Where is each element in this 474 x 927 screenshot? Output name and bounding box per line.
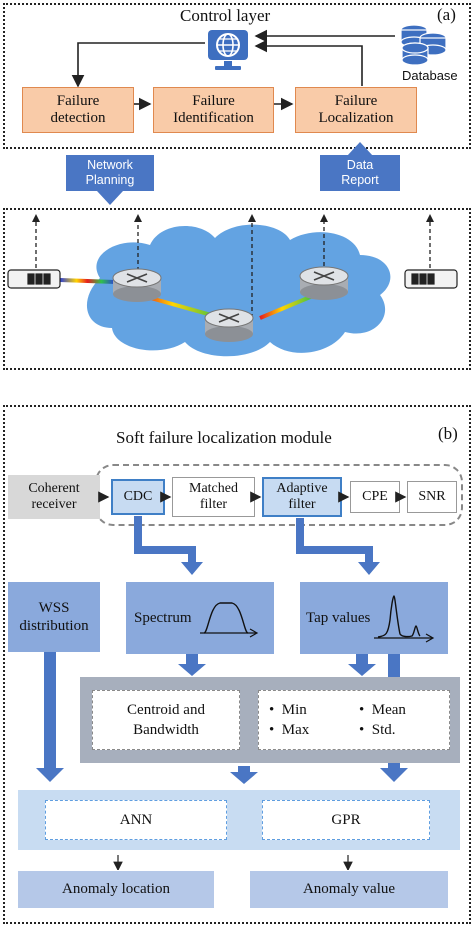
network-planning-arrow — [97, 191, 123, 205]
transceiver-right — [404, 269, 458, 289]
centroid-bandwidth-box: Centroid and Bandwidth — [92, 690, 240, 750]
stat-std: • Std. — [359, 722, 396, 738]
failure-localization-box: Failure Localization — [295, 87, 417, 133]
spectrum-label: Spectrum — [134, 610, 192, 626]
tap-values-curve-icon — [374, 595, 435, 643]
stat-max: • Max — [269, 722, 310, 738]
spectrum-curve-icon — [199, 602, 258, 638]
router-bottom — [204, 308, 254, 342]
stat-mean-label: Mean — [371, 702, 406, 718]
panel-a-label: (a) — [437, 5, 456, 24]
database-icon — [395, 22, 453, 70]
cloud-shape — [86, 224, 391, 357]
matched-filter-box: Matched filter — [172, 477, 255, 517]
controller-globe-icon — [205, 28, 251, 72]
stat-mean: • Mean — [359, 702, 406, 718]
wss-distribution-box: WSS distribution — [8, 582, 100, 652]
database-label: Database — [402, 68, 458, 83]
transceiver-left — [7, 269, 61, 289]
stat-min-label: Min — [281, 702, 307, 718]
panel-a-arrows — [71, 29, 395, 111]
panel-b-module — [3, 405, 471, 924]
snr-box: SNR — [407, 481, 457, 513]
data-report-arrow — [347, 142, 373, 156]
statistics-box: • Min • Mean • Max • Std. — [258, 690, 450, 750]
network-planning-box: Network Planning — [66, 155, 154, 191]
panel-b-label: (b) — [438, 424, 458, 443]
anomaly-value-box: Anomaly value — [250, 871, 448, 908]
spectrum-box: Spectrum — [126, 582, 274, 654]
stat-max-label: Max — [281, 722, 310, 738]
tap-values-box: Tap values — [300, 582, 448, 654]
router-left — [112, 268, 162, 302]
failure-detection-box: Failure detection — [22, 87, 134, 133]
data-report-box: Data Report — [320, 155, 400, 191]
panel-a-control-layer — [3, 3, 471, 149]
coherent-receiver-box: Coherent receiver — [8, 475, 100, 519]
anomaly-location-box: Anomaly location — [18, 871, 214, 908]
panel-b-title: Soft failure localization module — [116, 428, 332, 447]
stat-min: • Min — [269, 702, 307, 718]
ann-box: ANN — [45, 800, 227, 840]
stat-std-label: Std. — [371, 722, 396, 738]
panel-a-title: Control layer — [180, 6, 271, 25]
tap-values-label: Tap values — [306, 610, 371, 626]
router-right — [299, 266, 349, 300]
failure-identification-box: Failure Identification — [153, 87, 274, 133]
network-topology — [7, 214, 458, 357]
gpr-box: GPR — [262, 800, 430, 840]
network-panel — [3, 208, 471, 370]
